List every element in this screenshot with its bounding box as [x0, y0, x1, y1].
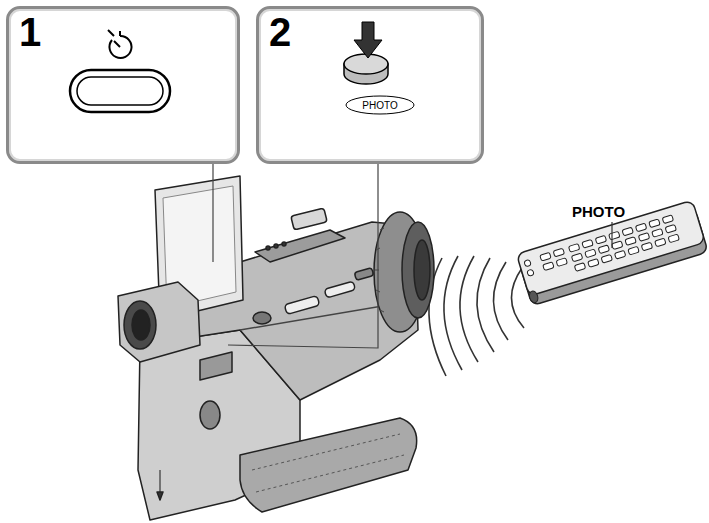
leader-line [213, 164, 378, 348]
ir-signal [429, 256, 524, 376]
step-number: 1 [19, 9, 41, 55]
self-timer-icon [108, 30, 131, 58]
callout-box: 1 [6, 6, 240, 164]
camcorder [118, 176, 434, 520]
part-label: PHOTO [572, 203, 625, 220]
step-number: 2 [269, 9, 291, 55]
self-timer-button [70, 70, 170, 112]
remote-control [516, 200, 708, 305]
button-label: PHOTO [345, 95, 415, 115]
callout-box: 2PHOTO [256, 6, 484, 164]
photo-button [344, 22, 388, 84]
button-label-oval: PHOTO [345, 95, 415, 115]
